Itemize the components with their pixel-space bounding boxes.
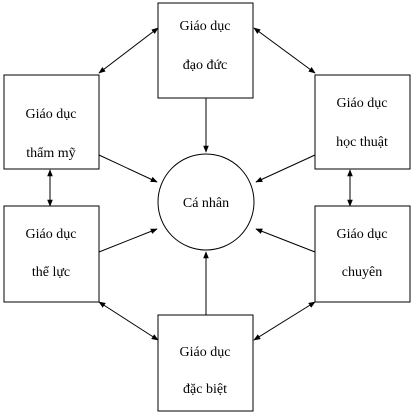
box-dao-duc-line1: Giáo dục	[180, 19, 231, 34]
box-dac-biet: Giáo dục đặc biệt	[157, 314, 254, 412]
box-chuyen: Giáo dục chuyên	[314, 205, 411, 303]
box-the-luc-line1: Giáo dục	[26, 227, 77, 242]
box-chuyen-line2: chuyên	[342, 265, 382, 280]
arrow-tham-my-to-center	[98, 154, 158, 183]
box-hoc-thuat-line1: Giáo dục	[337, 96, 388, 111]
box-tham-my-line1: Giáo dục	[26, 107, 77, 122]
arrow-chuyen-to-center	[255, 228, 316, 253]
arrow-chuyen-dac-biet	[253, 301, 316, 341]
box-hoc-thuat-line2: học thuật	[336, 135, 388, 150]
box-hoc-thuat: Giáo dục học thuật	[314, 74, 411, 170]
box-dac-biet-line2: đặc biệt	[183, 382, 227, 397]
center-label: Cá nhân	[183, 196, 229, 211]
box-the-luc: Giáo dục thể lực	[3, 205, 100, 303]
box-tham-my-line2: thẩm mỹ	[26, 146, 75, 161]
box-the-luc-line2: thể lực	[32, 265, 70, 280]
box-dao-duc: Giáo dục đạo đức	[157, 2, 254, 99]
center-node: Cá nhân	[157, 153, 255, 251]
arrow-tham-my-dao-duc	[98, 27, 159, 74]
box-chuyen-line1: Giáo dục	[337, 227, 388, 242]
arrow-the-luc-to-center	[98, 228, 158, 253]
box-dac-biet-line1: Giáo dục	[180, 345, 231, 360]
arrow-the-luc-dac-biet	[98, 301, 159, 341]
box-tham-my: Giáo dục thẩm mỹ	[3, 74, 100, 170]
box-dao-duc-line2: đạo đức	[183, 58, 228, 73]
arrow-dao-duc-hoc-thuat	[253, 27, 316, 74]
arrow-hoc-thuat-to-center	[255, 154, 316, 183]
